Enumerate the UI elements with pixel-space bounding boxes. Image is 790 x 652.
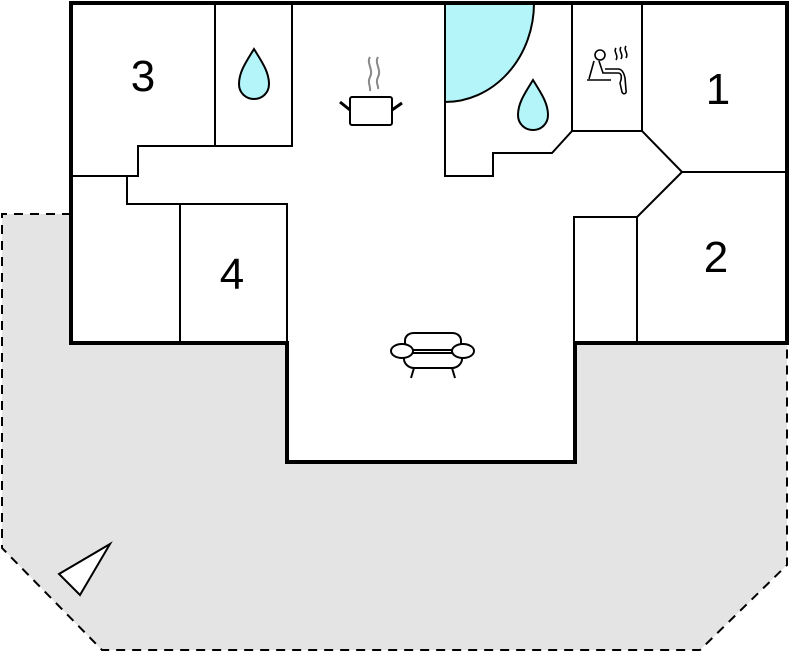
whirlpool-quarter-circle: [444, 2, 536, 104]
exterior-walls: [69, 1, 789, 464]
room-label-bedroom-1: 1: [705, 65, 731, 114]
room-label-bedroom-4: 4: [219, 250, 245, 299]
sauna-icon: [587, 45, 628, 95]
house-footprint: [71, 3, 787, 462]
room-label-bedroom-3: 3: [130, 52, 156, 101]
north-arrow-icon: [57, 541, 113, 597]
interior-walls: [71, 3, 787, 343]
bathroom-water-drop-icon: [516, 78, 550, 132]
bathroom-water-drop-icon: [237, 47, 271, 101]
room-label-bedroom-2: 2: [703, 233, 729, 282]
kitchen-cooking-pot-icon: [339, 56, 403, 126]
living-room-sofa-icon: [390, 332, 475, 379]
